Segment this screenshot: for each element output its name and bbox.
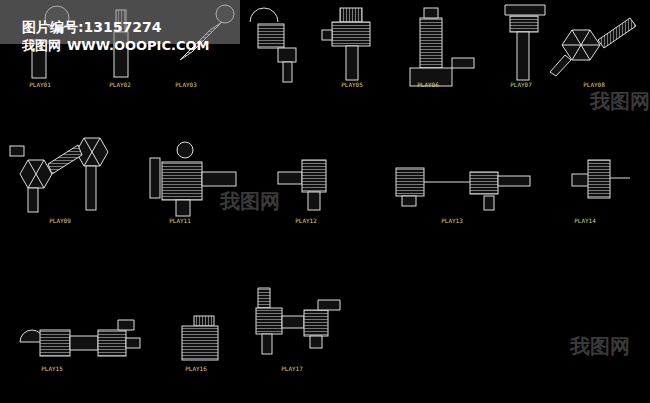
watermark-url: WWW.OOOPIC.COM	[67, 39, 209, 53]
plan-label: PLAY16	[185, 366, 207, 373]
plan-label: PLAY05	[341, 82, 363, 89]
faint-watermark: 我图网	[590, 90, 650, 112]
plan-label: PLAY03	[175, 82, 197, 89]
watermark-id: 图片编号:13157274	[22, 20, 162, 35]
plan-label: PLAY07	[510, 82, 532, 89]
plan-label: PLAY09	[49, 218, 71, 225]
plan-label: PLAY17	[281, 366, 303, 373]
plan-label: PLAY01	[29, 82, 51, 89]
faint-watermark: 我图网	[220, 190, 280, 212]
plan-label: PLAY02	[109, 82, 131, 89]
plan-label: PLAY06	[417, 82, 439, 89]
watermark-site: 我图网	[22, 39, 61, 53]
plan-label: PLAY14	[574, 218, 596, 225]
plan-label: PLAY12	[295, 218, 317, 225]
plan-label: PLAY08	[583, 82, 605, 89]
plan-label: PLAY13	[441, 218, 463, 225]
plan-label: PLAY11	[169, 218, 191, 225]
plan-label: PLAY15	[41, 366, 63, 373]
faint-watermark: 我图网	[570, 335, 630, 357]
